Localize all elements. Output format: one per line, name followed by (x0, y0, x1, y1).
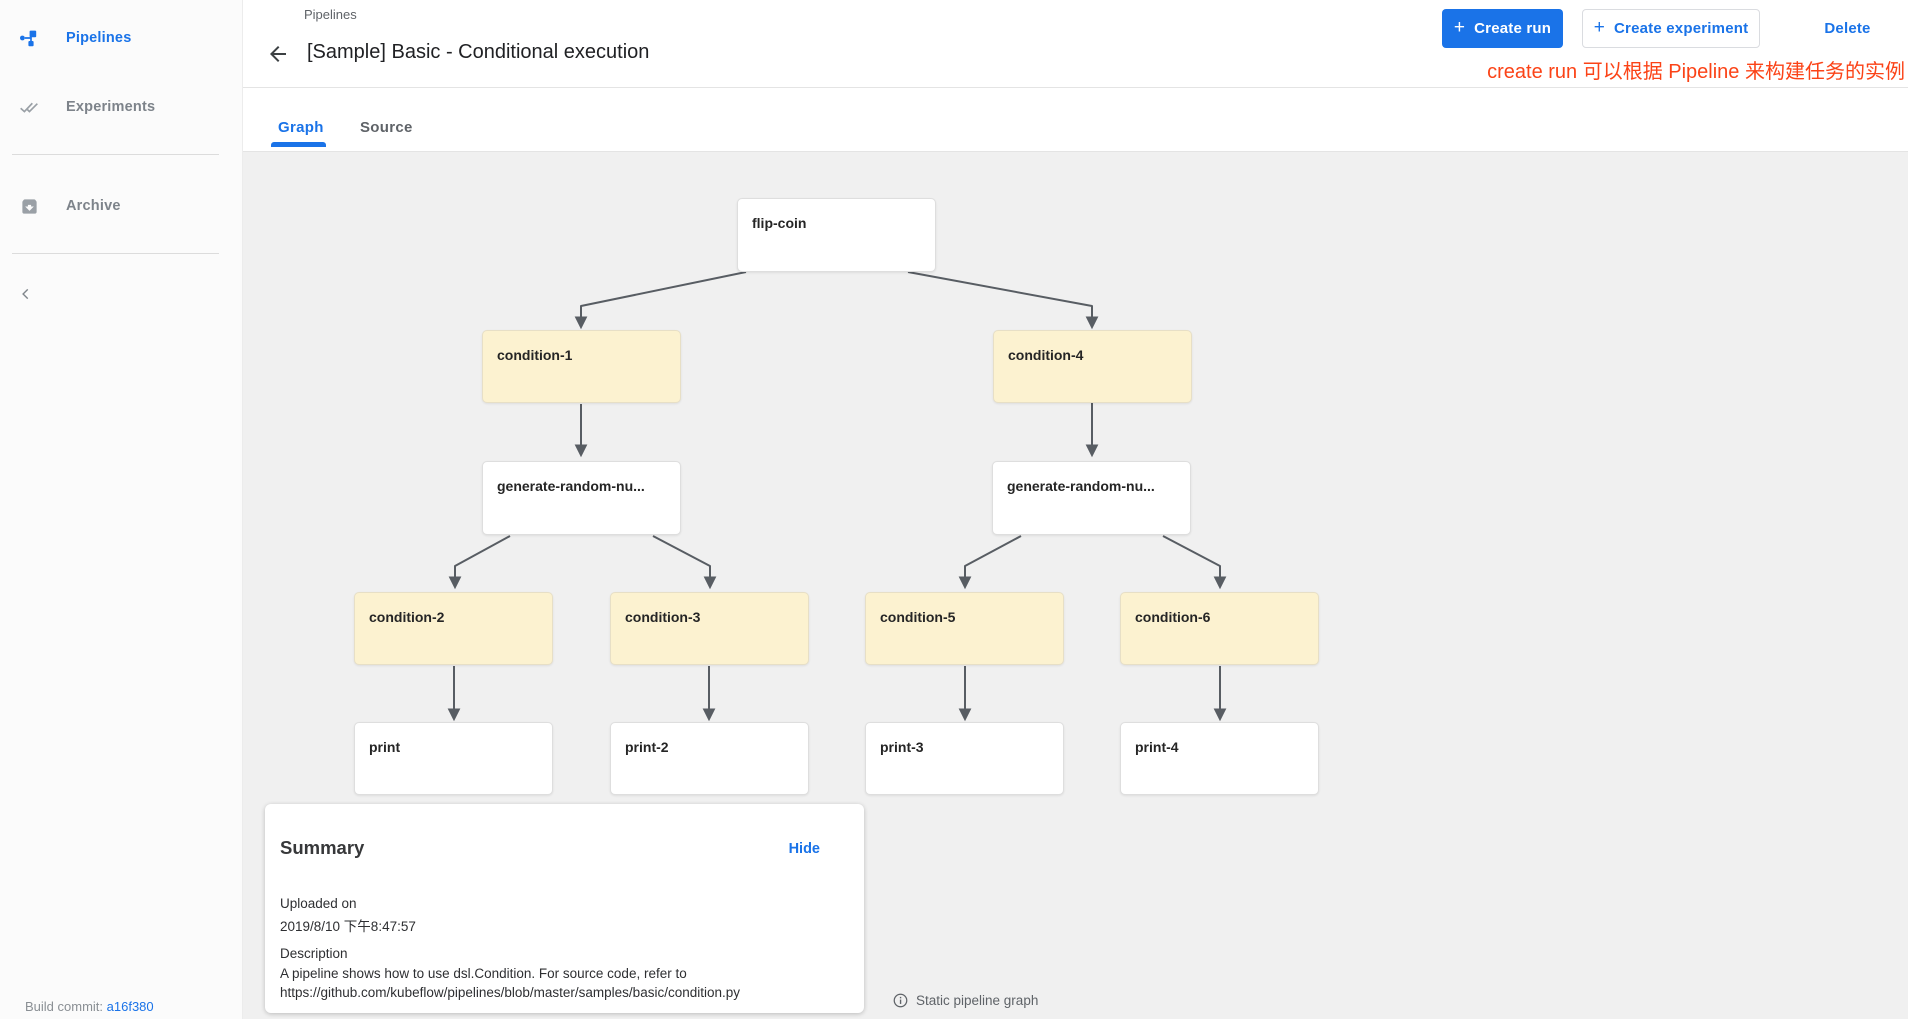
graph-node-print-2[interactable]: print-2 (610, 722, 809, 795)
graph-node-condition-2[interactable]: condition-2 (354, 592, 553, 665)
graph-node-print-4[interactable]: print-4 (1120, 722, 1319, 795)
back-button[interactable] (266, 42, 290, 66)
tab-bar: Graph Source (243, 88, 1908, 152)
graph-node-condition-4[interactable]: condition-4 (993, 330, 1192, 403)
build-commit-label: Build commit: (25, 999, 107, 1014)
chevron-left-icon (22, 288, 29, 300)
build-commit-link[interactable]: a16f380 (106, 999, 154, 1014)
pipelines-icon (19, 28, 39, 48)
summary-card: Summary Hide Uploaded on 2019/8/10 下午8:4… (265, 804, 864, 1013)
description-value: A pipeline shows how to use dsl.Conditio… (280, 966, 740, 1000)
plus-icon: + (1453, 16, 1466, 38)
create-run-label: Create run (1474, 20, 1552, 37)
graph-node-flip-coin[interactable]: flip-coin (737, 198, 936, 272)
graph-node-print-3[interactable]: print-3 (865, 722, 1064, 795)
sidebar-item-label: Archive (66, 198, 121, 214)
page-title: [Sample] Basic - Conditional execution (307, 41, 650, 63)
page-header: Pipelines [Sample] Basic - Conditional e… (243, 0, 1908, 88)
graph-node-condition-6[interactable]: condition-6 (1120, 592, 1319, 665)
delete-label: Delete (1824, 20, 1871, 37)
plus-icon: + (1593, 16, 1605, 38)
archive-icon (19, 196, 39, 216)
divider (12, 253, 219, 254)
delete-button[interactable]: Delete (1795, 9, 1900, 48)
sidebar: Pipelines Experiments Archive (0, 0, 243, 1019)
red-annotation-text: create run 可以根据 Pipeline 来构建任务的实例 (1487, 61, 1905, 83)
graph-node-generate-random-number-1[interactable]: generate-random-nu... (482, 461, 681, 535)
sidebar-item-label: Pipelines (66, 30, 132, 46)
uploaded-on-value: 2019/8/10 下午8:47:57 (280, 919, 416, 934)
sidebar-item-archive[interactable]: Archive (0, 182, 243, 230)
sidebar-item-pipelines[interactable]: Pipelines (0, 14, 243, 62)
static-graph-note: Static pipeline graph (893, 993, 1038, 1008)
divider (12, 154, 219, 155)
graph-node-condition-3[interactable]: condition-3 (610, 592, 809, 665)
build-commit: Build commit: a16f380 (25, 999, 154, 1014)
arrow-left-icon (270, 46, 286, 62)
create-experiment-button[interactable]: + Create experiment (1582, 9, 1760, 48)
create-run-button[interactable]: + Create run (1442, 9, 1563, 48)
tab-graph[interactable]: Graph (278, 119, 324, 136)
static-graph-note-label: Static pipeline graph (916, 993, 1039, 1008)
experiments-icon (19, 97, 39, 117)
breadcrumb[interactable]: Pipelines (304, 7, 357, 22)
description-label: Description (280, 946, 348, 961)
sidebar-item-experiments[interactable]: Experiments (0, 83, 243, 131)
tab-source[interactable]: Source (360, 119, 413, 136)
graph-node-print[interactable]: print (354, 722, 553, 795)
graph-node-generate-random-number-2[interactable]: generate-random-nu... (992, 461, 1191, 535)
active-tab-underline (271, 142, 326, 147)
info-icon (893, 993, 908, 1008)
graph-node-condition-1[interactable]: condition-1 (482, 330, 681, 403)
uploaded-on-label: Uploaded on (280, 896, 357, 911)
hide-summary-link[interactable]: Hide (788, 841, 820, 857)
sidebar-item-label: Experiments (66, 99, 156, 115)
graph-node-condition-5[interactable]: condition-5 (865, 592, 1064, 665)
summary-title: Summary (280, 837, 365, 858)
collapse-sidebar-button[interactable] (14, 282, 38, 306)
create-experiment-label: Create experiment (1614, 20, 1749, 37)
